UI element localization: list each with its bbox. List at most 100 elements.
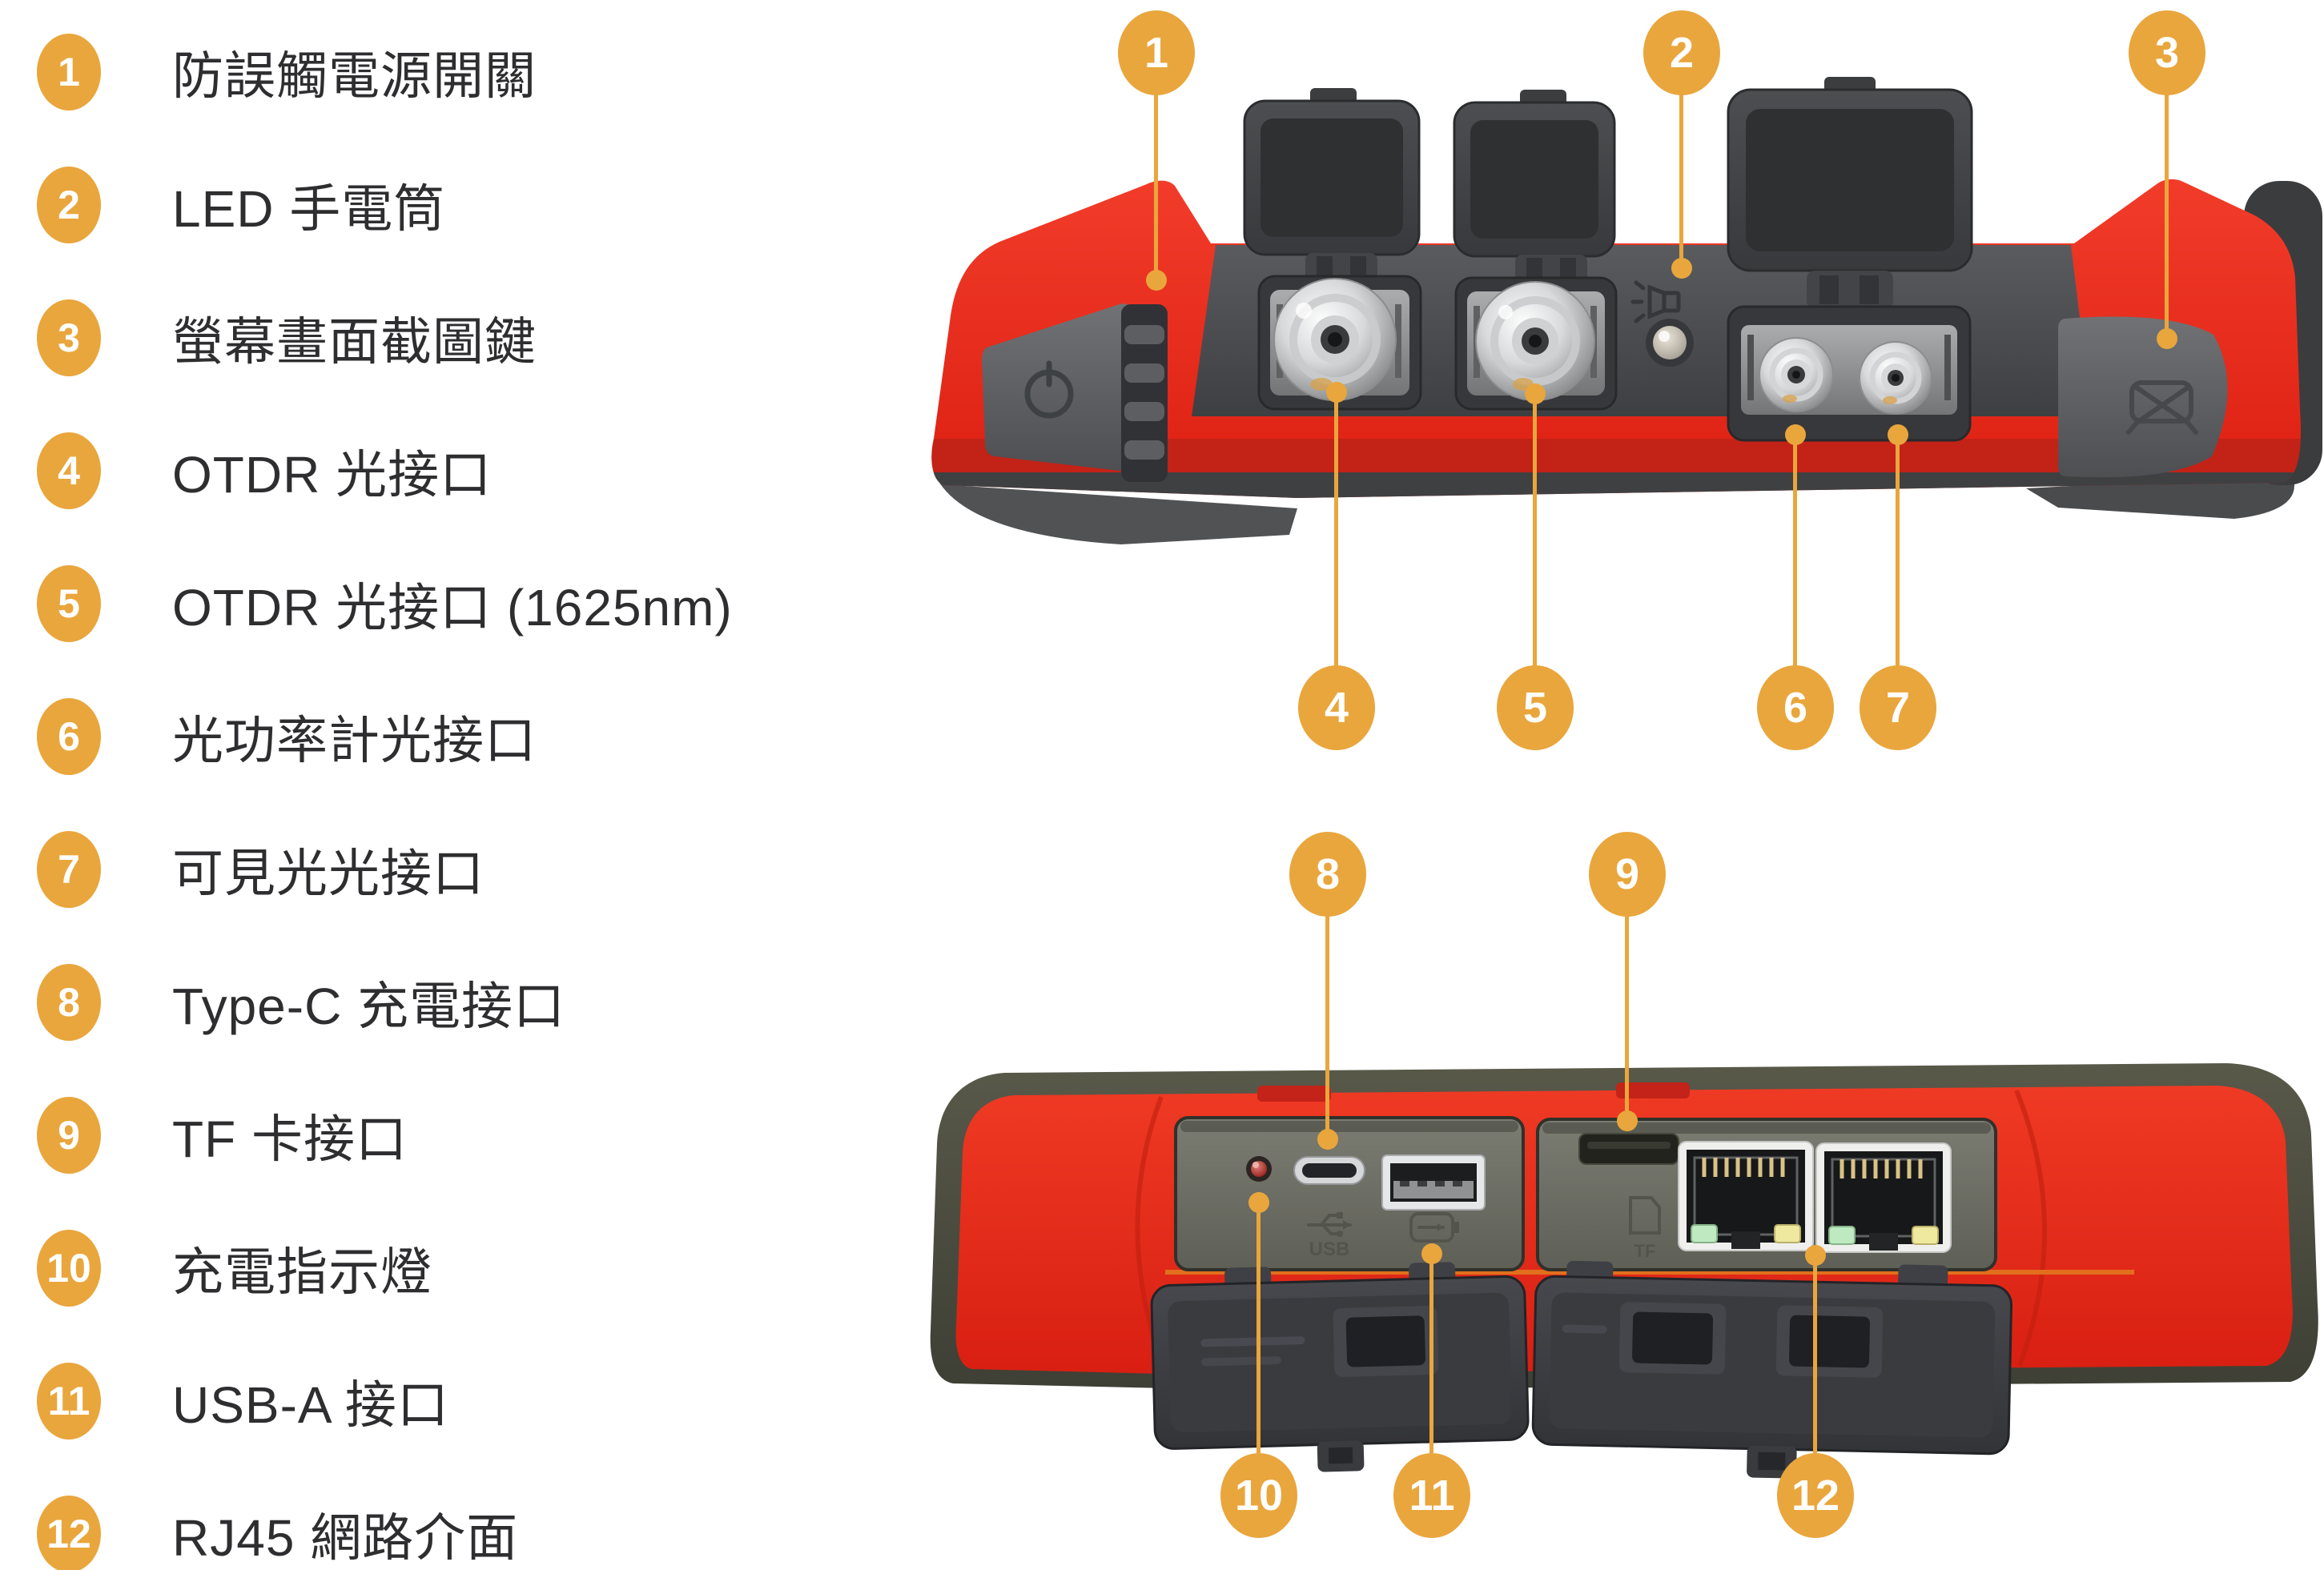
callout-dot-8 [1317, 1129, 1338, 1150]
callout-dot-2 [1671, 258, 1692, 279]
legend-item-3: 3 螢幕畫面截圖鍵 [37, 290, 537, 386]
callout-line-11 [1429, 1263, 1433, 1453]
usb-icon [1307, 1212, 1352, 1237]
legend-badge-5: 5 [37, 565, 101, 642]
callout-line-5 [1533, 404, 1537, 666]
callout-dot-9 [1617, 1110, 1638, 1131]
power-meter-vfl-ports [1727, 305, 1972, 442]
rj45-port-2 [1815, 1142, 1952, 1253]
callout-badge-12: 12 [1777, 1453, 1854, 1538]
legend-item-8: 8 Type-C 充電接口 [37, 954, 565, 1050]
power-slider-switch [1121, 304, 1168, 482]
legend-badge-9: 9 [37, 1097, 101, 1174]
legend-badge-11: 11 [37, 1363, 101, 1440]
callout-line-7 [1896, 444, 1900, 666]
legend-badge-7: 7 [37, 831, 101, 908]
callout-dot-3 [2157, 328, 2177, 349]
visible-light-port [1859, 341, 1932, 415]
legend-badge-8: 8 [37, 964, 101, 1041]
legend-badge-6: 6 [37, 698, 101, 775]
legend-badge-3: 3 [37, 299, 101, 376]
callout-line-6 [1793, 444, 1797, 666]
callout-dot-5 [1525, 383, 1546, 404]
legend-item-4: 4 OTDR 光接口 [37, 423, 492, 519]
otdr-port [1257, 275, 1422, 411]
legend-badge-2: 2 [37, 167, 101, 243]
callout-badge-3: 3 [2129, 10, 2205, 95]
tf-card-slot [1578, 1133, 1679, 1165]
callout-line-3 [2165, 90, 2169, 339]
legend-label-11: USB-A 接口 [172, 1376, 449, 1434]
tf-card-icon: TF [1629, 1196, 1661, 1261]
right-end-crease [2014, 1089, 2048, 1367]
legend-badge-10: 10 [37, 1230, 101, 1307]
flashlight-icon [1630, 280, 1681, 323]
legend-label-8: Type-C 充電接口 [172, 978, 566, 1035]
usb-compartment: USB [1174, 1116, 1525, 1271]
callout-line-1 [1154, 90, 1158, 280]
legend-badge-12: 12 [37, 1496, 101, 1570]
callout-badge-11: 11 [1393, 1453, 1470, 1538]
legend-label-1: 防誤觸電源開關 [172, 47, 537, 105]
callout-badge-6: 6 [1757, 665, 1834, 750]
legend-label-10: 充電指示燈 [172, 1243, 432, 1301]
right-rubber-cap [1531, 1260, 2013, 1479]
port-cap-otdr [1243, 88, 1421, 282]
callout-dot-11 [1421, 1243, 1442, 1264]
legend-item-12: 12 RJ45 網路介面 [37, 1486, 518, 1570]
callout-badge-2: 2 [1643, 10, 1720, 95]
legend-item-7: 7 可見光光接口 [37, 821, 485, 918]
callout-dot-6 [1785, 424, 1806, 445]
legend-item-11: 11 USB-A 接口 [37, 1353, 449, 1449]
callout-line-4 [1334, 402, 1338, 666]
legend-item-5: 5 OTDR 光接口 (1625nm) [37, 556, 733, 652]
act-led-yellow [1774, 1224, 1801, 1243]
legend-label-12: RJ45 網路介面 [172, 1509, 519, 1567]
legend-label-7: 可見光光接口 [172, 845, 485, 902]
port-cap-power-meter-vfl [1727, 77, 1973, 309]
usb-port-label: USB [1309, 1239, 1350, 1260]
port-cap-otdr-1625 [1453, 90, 1616, 283]
cap-clip-notch-left [1257, 1086, 1331, 1102]
callout-badge-8: 8 [1289, 832, 1366, 917]
callout-line-2 [1679, 90, 1683, 268]
act-led-yellow [1912, 1226, 1939, 1245]
legend-label-9: TF 卡接口 [172, 1110, 408, 1168]
flashlight-led [1646, 319, 1694, 367]
screenshot-end-panel [2058, 316, 2228, 478]
callout-badge-10: 10 [1220, 1453, 1297, 1538]
callout-badge-9: 9 [1589, 832, 1666, 917]
callout-dot-12 [1805, 1245, 1826, 1266]
link-led-green [1691, 1224, 1718, 1243]
usb-c-port [1293, 1156, 1365, 1185]
legend-item-10: 10 充電指示燈 [37, 1220, 432, 1316]
callout-dot-1 [1146, 270, 1167, 291]
power-icon [1024, 360, 1074, 419]
callout-badge-7: 7 [1860, 665, 1936, 750]
callout-dot-10 [1248, 1192, 1269, 1213]
gasket-seam [1165, 1270, 2134, 1275]
network-compartment: TF [1536, 1118, 1997, 1271]
callout-line-12 [1813, 1265, 1817, 1453]
legend-badge-4: 4 [37, 432, 101, 509]
callout-dot-4 [1326, 382, 1347, 403]
link-led-green [1828, 1226, 1856, 1245]
device-top-panel-illustration [931, 77, 2322, 544]
legend-label-3: 螢幕畫面截圖鍵 [172, 313, 537, 371]
callout-badge-4: 4 [1298, 665, 1375, 750]
usb-a-port [1381, 1154, 1486, 1211]
legend-label-6: 光功率計光接口 [172, 712, 537, 769]
optical-power-meter-port [1759, 337, 1834, 412]
charging-indicator-led [1246, 1156, 1272, 1182]
rj45-port-1 [1678, 1141, 1814, 1251]
callout-badge-1: 1 [1118, 10, 1195, 95]
legend-label-5: OTDR 光接口 (1625nm) [172, 579, 733, 636]
legend-label-4: OTDR 光接口 [172, 446, 493, 504]
screenshot-icon [2126, 380, 2198, 435]
otdr-1625-port [1454, 276, 1618, 411]
device-top-left-foot [937, 479, 1297, 544]
callout-line-8 [1325, 913, 1329, 1130]
